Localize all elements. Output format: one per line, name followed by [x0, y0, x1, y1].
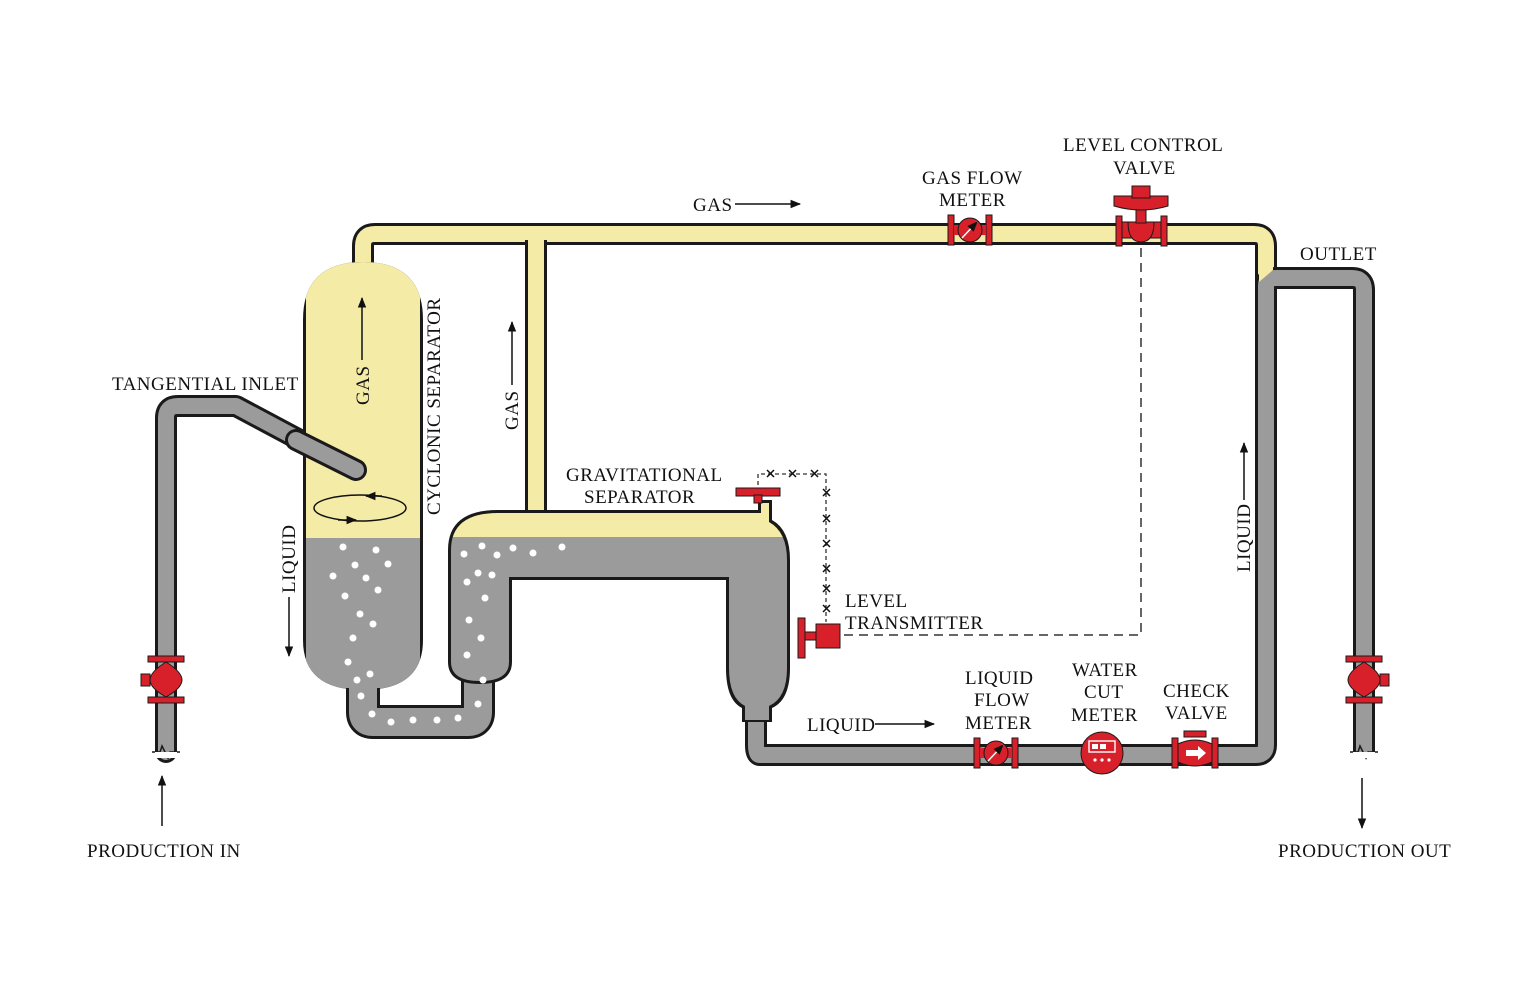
label-gravitational-separator-1: GRAVITATIONAL	[566, 465, 723, 486]
inlet-piping	[155, 395, 367, 763]
label-liquid-flow-meter-3: METER	[965, 713, 1032, 734]
label-liquid-flow-meter-2: FLOW	[974, 690, 1030, 711]
label-gas-flow-meter-1: GAS FLOW	[922, 168, 1023, 189]
capillary-line	[757, 469, 831, 622]
label-outlet: OUTLET	[1300, 244, 1377, 265]
separator-top-flange-icon	[735, 487, 781, 504]
control-signal-line	[842, 248, 1142, 636]
label-water-cut-meter-3: METER	[1071, 705, 1138, 726]
label-level-transmitter-2: TRANSMITTER	[845, 613, 984, 634]
water-cut-meter-icon[interactable]	[1080, 731, 1124, 775]
label-check-valve-2: VALVE	[1165, 703, 1228, 724]
label-gas-flow-meter-2: METER	[939, 190, 1006, 211]
inlet-gate-valve-icon[interactable]	[140, 655, 185, 704]
label-production-out: PRODUCTION OUT	[1278, 841, 1451, 862]
label-check-valve-1: CHECK	[1163, 681, 1230, 702]
label-level-control-valve-1: LEVEL CONTROL	[1063, 135, 1223, 156]
pipe-break-out	[1350, 744, 1378, 760]
u-leg-piping	[346, 672, 495, 739]
gas-bubbles	[329, 542, 566, 726]
label-gas-in-separator: GAS	[353, 365, 374, 405]
level-control-valve-icon[interactable]	[1113, 185, 1169, 247]
cyclonic-separator-vessel	[285, 262, 423, 690]
label-level-control-valve-2: VALVE	[1113, 158, 1176, 179]
outlet-piping	[745, 246, 1375, 766]
label-gas-header: GAS	[693, 195, 733, 216]
label-gravitational-separator-2: SEPARATOR	[584, 487, 695, 508]
label-water-cut-meter-1: WATER	[1072, 660, 1138, 681]
label-level-transmitter-1: LEVEL	[845, 591, 908, 612]
outlet-gate-valve-icon[interactable]	[1345, 655, 1390, 704]
swirl-ellipse	[313, 494, 407, 522]
label-gas-riser: GAS	[502, 390, 523, 430]
label-liquid-flow-meter-1: LIQUID	[965, 668, 1033, 689]
label-water-cut-meter-2: CUT	[1084, 682, 1124, 703]
label-liquid-return: LIQUID	[1234, 504, 1255, 572]
flow-arrows	[157, 199, 1367, 830]
check-valve-icon[interactable]	[1171, 730, 1219, 769]
liquid-flow-meter-icon[interactable]	[973, 737, 1019, 769]
pipe-break-in	[152, 744, 180, 760]
label-cyclonic-separator: CYCLONIC SEPARATOR	[424, 297, 445, 515]
label-tangential-inlet: TANGENTIAL INLET	[112, 374, 299, 395]
gas-flow-meter-icon[interactable]	[947, 214, 993, 246]
gas-piping	[352, 223, 1277, 514]
level-transmitter-icon[interactable]	[797, 617, 841, 659]
label-production-in: PRODUCTION IN	[87, 841, 241, 862]
label-liquid-in-separator: LIQUID	[279, 525, 300, 593]
label-liquid-line: LIQUID	[807, 715, 875, 736]
